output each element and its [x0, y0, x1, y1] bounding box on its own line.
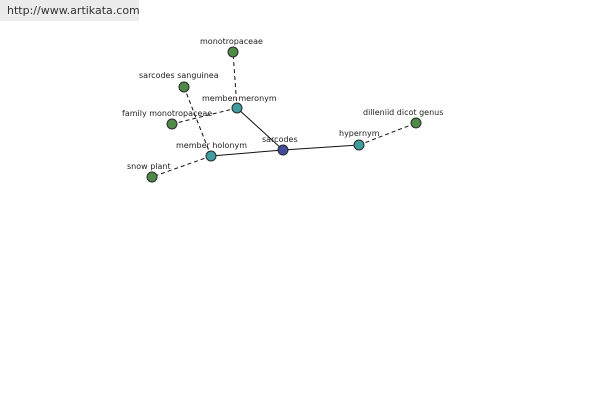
edge-sarcodes-to-hypernym [282, 144, 360, 151]
site-url-link[interactable]: http://www.artikata.com [0, 0, 140, 21]
node-monotropaceae[interactable] [227, 46, 239, 58]
nodes-layer [146, 46, 422, 183]
edge-sarcodes-to-member-holonym [210, 149, 284, 157]
edge-sarcodes-to-member-meronym [236, 107, 284, 151]
node-member-meronym[interactable] [231, 102, 243, 114]
edge-hypernym-to-dilleniid-dicot-genus [358, 122, 417, 146]
edge-member-meronym-to-monotropaceae [232, 51, 238, 109]
edge-member-holonym-to-snow-plant [151, 155, 212, 178]
node-family-monotropaceae[interactable] [166, 118, 178, 130]
edge-member-holonym-to-sarcodes-sanguinea [183, 86, 212, 157]
edges-layer [151, 51, 417, 178]
node-member-holonym[interactable] [205, 150, 217, 162]
node-hypernym[interactable] [353, 139, 365, 151]
node-hypernym-label[interactable]: hypernym [339, 129, 380, 138]
node-member-meronym-label[interactable]: member meronym [202, 94, 277, 103]
node-dilleniid-dicot-genus-label[interactable]: dilleniid dicot genus [363, 108, 443, 117]
node-dilleniid-dicot-genus[interactable] [410, 117, 422, 129]
labels-layer: sarcodes member meronym member holonym hype… [122, 37, 443, 171]
node-sarcodes[interactable] [277, 144, 289, 156]
node-sarcodes-sanguinea[interactable] [178, 81, 190, 93]
node-sarcodes-label[interactable]: sarcodes [262, 135, 298, 144]
node-snow-plant-label[interactable]: snow plant [127, 162, 171, 171]
node-member-holonym-label[interactable]: member holonym [176, 141, 247, 150]
node-monotropaceae-label[interactable]: monotropaceae [200, 37, 263, 46]
node-family-monotropaceae-label[interactable]: family monotropaceae [122, 109, 212, 118]
node-sarcodes-sanguinea-label[interactable]: sarcodes sanguinea [139, 71, 219, 80]
node-snow-plant[interactable] [146, 171, 158, 183]
